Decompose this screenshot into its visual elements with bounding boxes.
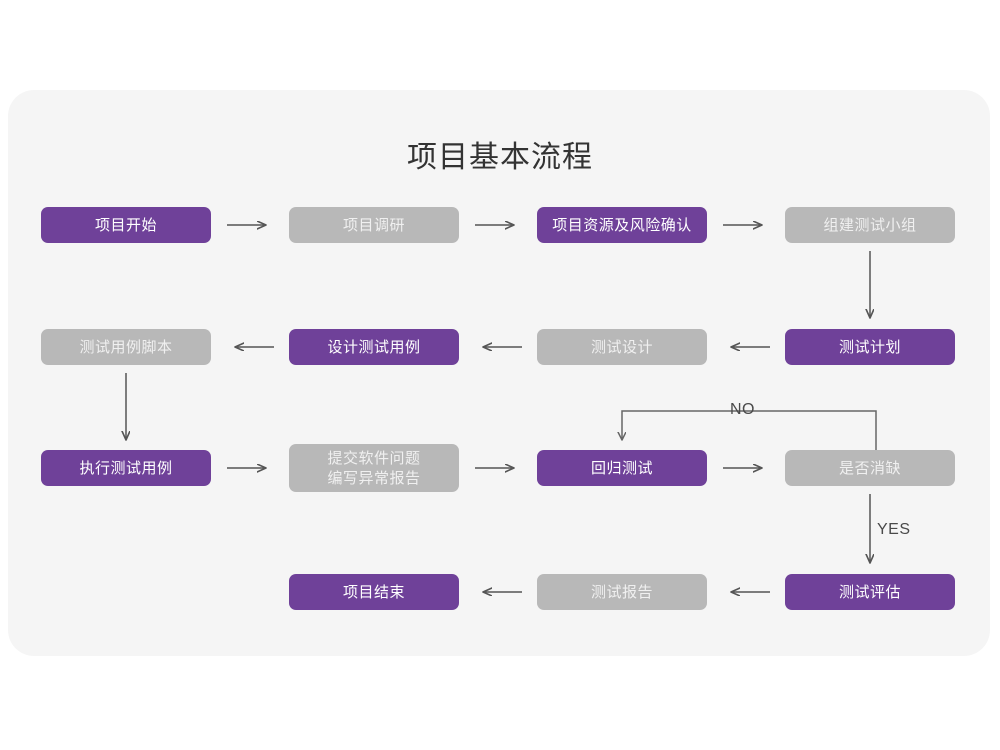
node-execute-test-case[interactable]: 执行测试用例 [41, 450, 211, 486]
page-title: 项目基本流程 [407, 140, 593, 175]
node-design-test-case[interactable]: 设计测试用例 [289, 329, 459, 365]
edge-label-yes: YES [877, 521, 911, 538]
node-regression-test[interactable]: 回归测试 [537, 450, 707, 486]
node-submit-issue-report[interactable]: 提交软件问题 编写异常报告 [289, 444, 459, 492]
node-resource-risk-confirm[interactable]: 项目资源及风险确认 [537, 207, 707, 243]
node-test-report[interactable]: 测试报告 [537, 574, 707, 610]
node-test-design[interactable]: 测试设计 [537, 329, 707, 365]
node-project-research[interactable]: 项目调研 [289, 207, 459, 243]
node-project-start[interactable]: 项目开始 [41, 207, 211, 243]
node-build-test-team[interactable]: 组建测试小组 [785, 207, 955, 243]
edge-label-no: NO [730, 401, 755, 418]
node-test-plan[interactable]: 测试计划 [785, 329, 955, 365]
node-project-end[interactable]: 项目结束 [289, 574, 459, 610]
node-defect-resolved[interactable]: 是否消缺 [785, 450, 955, 486]
node-test-case-script[interactable]: 测试用例脚本 [41, 329, 211, 365]
node-test-evaluation[interactable]: 测试评估 [785, 574, 955, 610]
flowchart-card [8, 90, 990, 656]
